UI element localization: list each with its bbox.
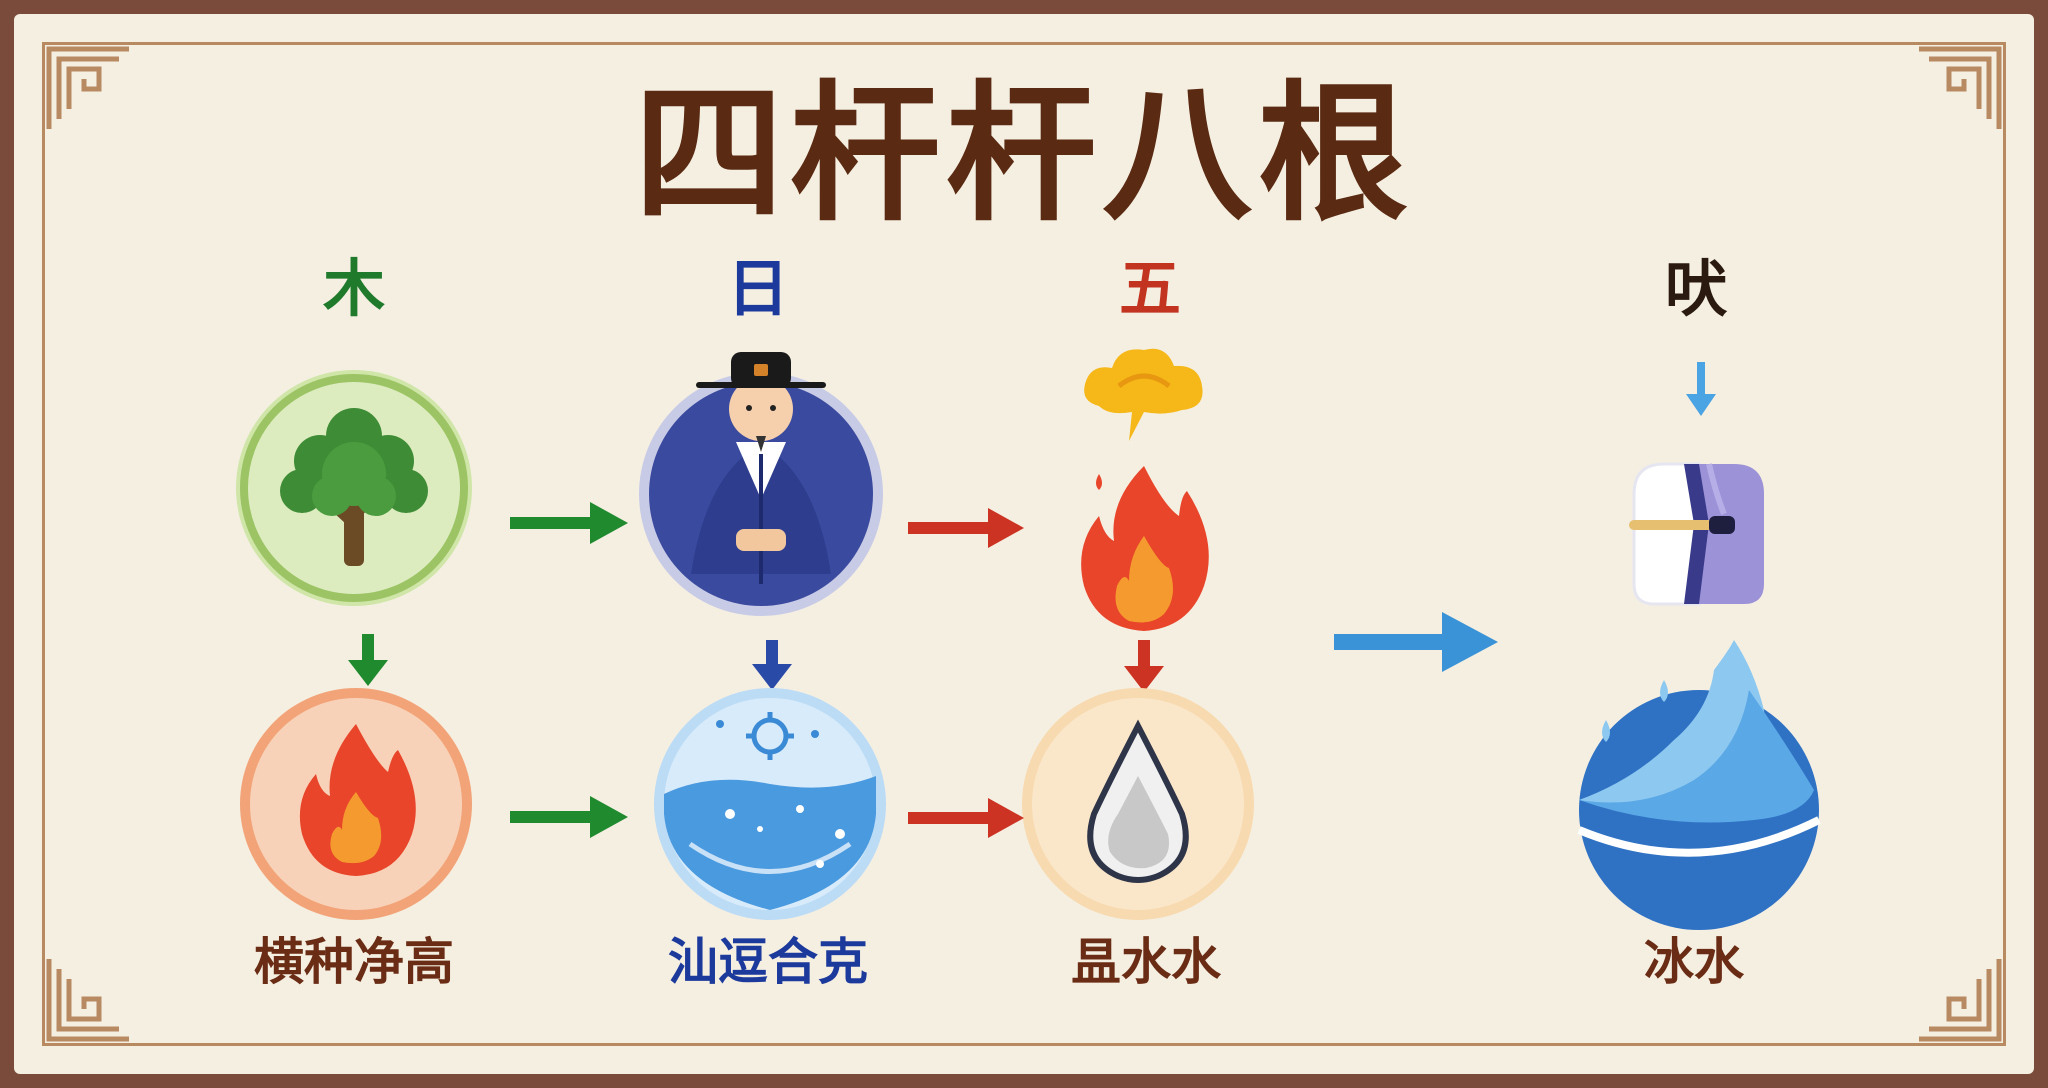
arrow-right-red-top	[908, 508, 1024, 548]
bottom-label-1: 横种净高	[254, 933, 454, 991]
water-drop-icon	[1022, 688, 1254, 920]
column-header-4: 吠	[1664, 252, 1727, 325]
arrow-down-blue	[752, 640, 792, 690]
arrow-down-green	[348, 634, 388, 686]
inner-border	[42, 42, 2006, 1046]
corner-ornament-top-right	[1919, 46, 2002, 129]
flame-icon-bottom	[240, 688, 472, 920]
bottom-label-2: 汕逗合克	[668, 933, 868, 991]
arrow-down-light-blue-top	[1686, 362, 1716, 416]
corner-ornament-top-left	[46, 46, 129, 129]
arrow-right-green-bottom	[510, 796, 628, 838]
frame: 四杆杆八根 木 日 五 吠	[14, 14, 2034, 1074]
water-bowl-icon	[654, 688, 886, 920]
cloud-icon	[1084, 348, 1203, 441]
bottom-label-3: 昷水水	[1071, 933, 1221, 991]
arrow-right-light-blue	[1334, 612, 1498, 672]
scholar-figure-icon	[639, 352, 883, 616]
arrow-right-red-bottom	[908, 798, 1024, 838]
bottom-label-4: 冰水	[1644, 933, 1744, 991]
corner-ornament-bottom-right	[1919, 959, 2002, 1042]
column-header-1: 木	[322, 252, 385, 325]
arrow-down-red	[1124, 640, 1164, 692]
arrow-right-green-top	[510, 502, 628, 544]
tree-icon	[236, 370, 472, 606]
page-title: 四杆杆八根	[633, 66, 1414, 242]
column-header-3: 五	[1118, 252, 1181, 325]
column-header-2: 日	[726, 252, 789, 325]
flame-icon-top	[1081, 466, 1209, 631]
water-wave-icon	[1577, 640, 1821, 930]
robe-icon	[1629, 462, 1764, 606]
corner-ornament-bottom-left	[46, 959, 129, 1042]
